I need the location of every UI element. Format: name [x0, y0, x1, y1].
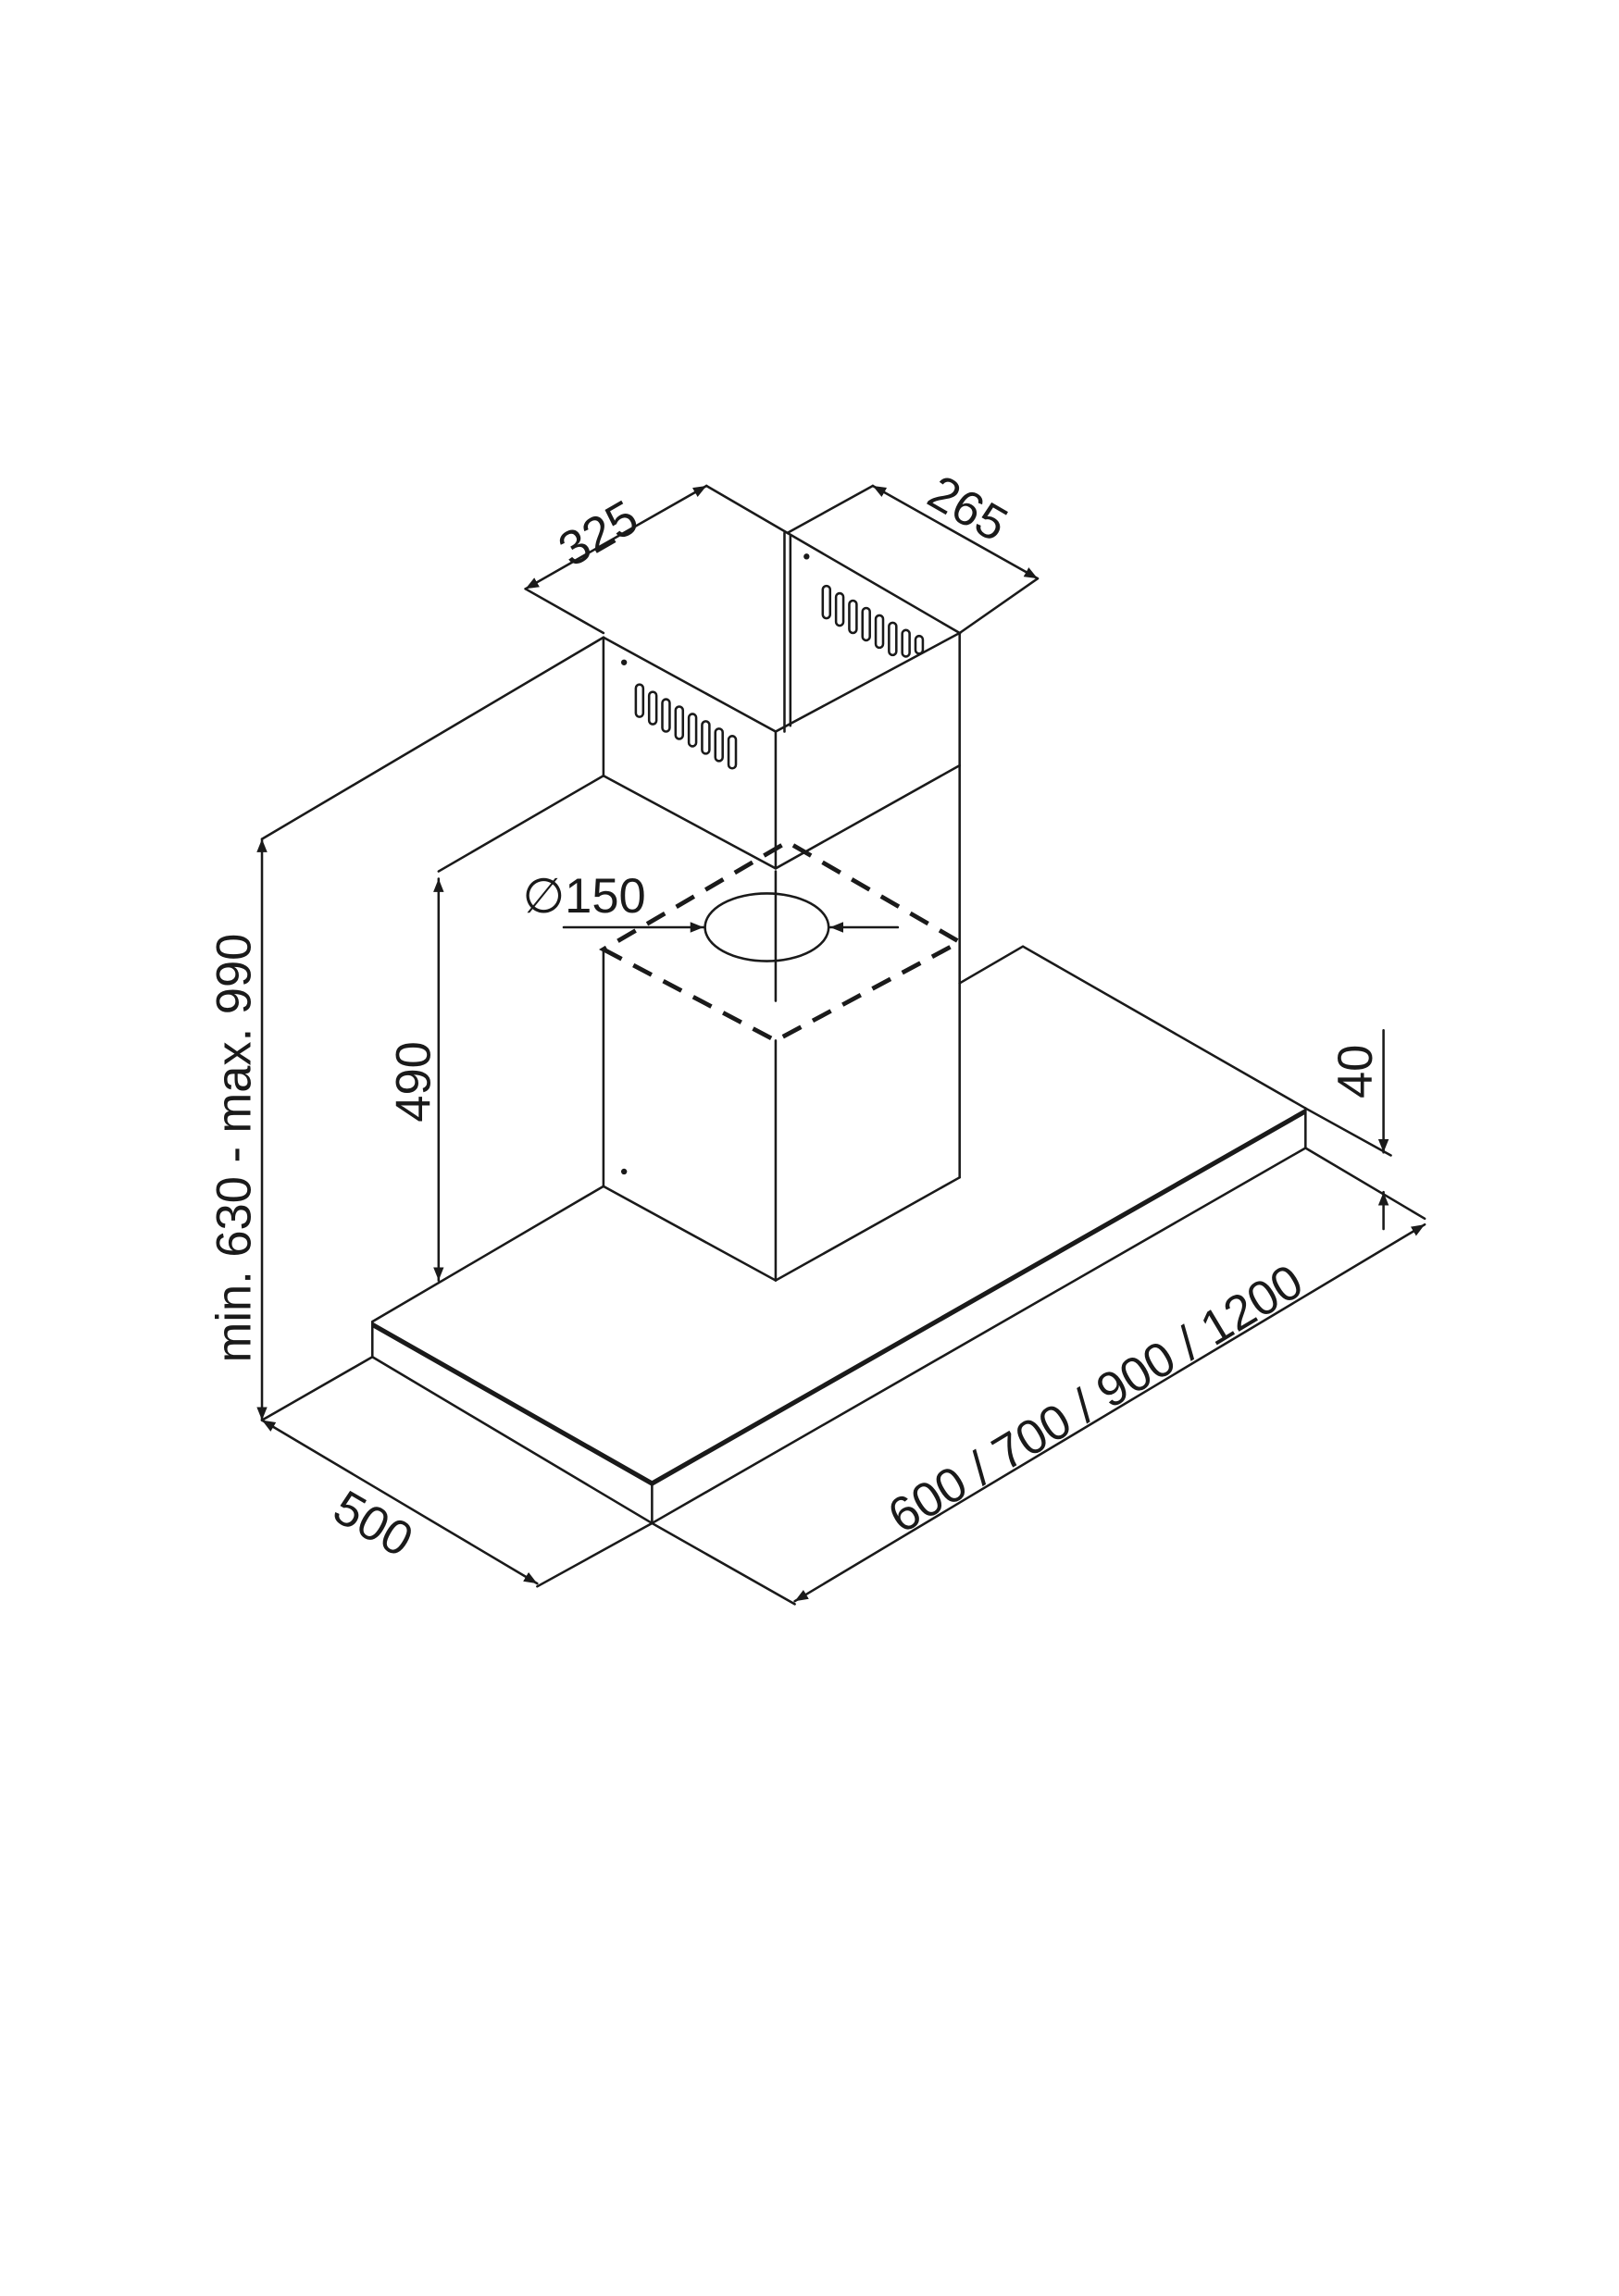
- dimension-duct-diameter: ∅150: [522, 870, 900, 1002]
- dim-label-total-height: min. 630 - max. 990: [207, 934, 261, 1363]
- lower-chimney: [598, 763, 965, 1283]
- dim-label-490: 490: [387, 1041, 441, 1123]
- dimension-lower-chimney: 490: [387, 774, 605, 1282]
- dimension-canopy-width: 600 / 700 / 900 / 1200: [651, 1222, 1426, 1606]
- dim-label-500: 500: [324, 1481, 421, 1568]
- dim-label-width: 600 / 700 / 900 / 1200: [879, 1255, 1312, 1545]
- upper-chimney: [602, 531, 963, 870]
- dimension-chimney-depth: 265: [786, 465, 1040, 635]
- dim-label-325: 325: [550, 490, 647, 577]
- dimension-chimney-width: 325: [524, 484, 789, 635]
- vent-slots-right: [821, 584, 925, 658]
- dimension-canopy-thickness: 40: [1304, 1029, 1426, 1231]
- canopy: [370, 945, 1307, 1525]
- dim-label-265: 265: [919, 465, 1016, 552]
- dim-label-diameter: ∅150: [522, 870, 645, 924]
- vent-slots-left: [634, 683, 738, 770]
- dimension-canopy-depth: 500: [260, 1356, 654, 1588]
- dim-label-40: 40: [1329, 1045, 1383, 1098]
- dimension-total-height: min. 630 - max. 990: [207, 636, 605, 1421]
